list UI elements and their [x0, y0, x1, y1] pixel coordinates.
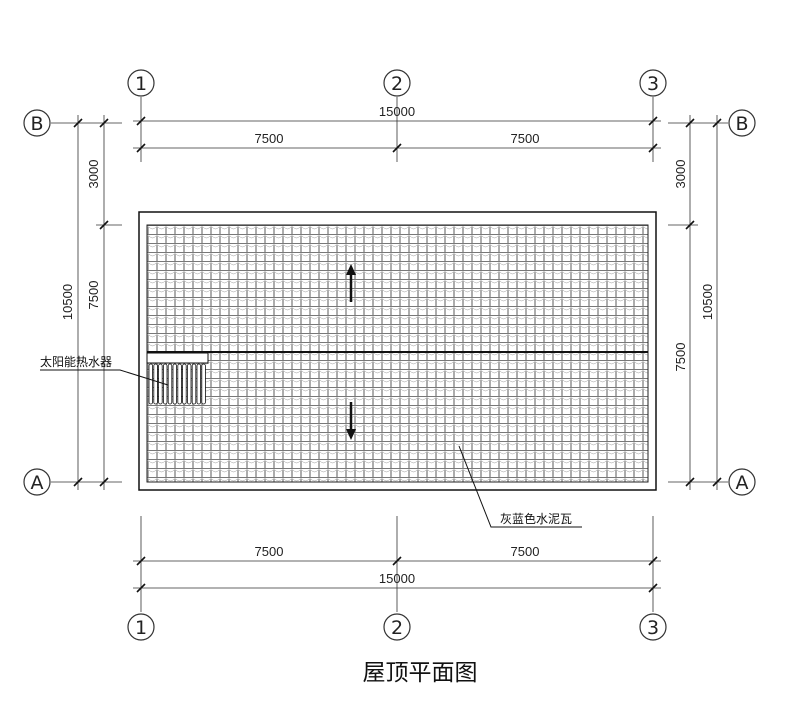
axis-bubble-1-top [127, 69, 155, 97]
axis-bubble-3-top [639, 69, 667, 97]
axis-bubble-3-bottom [639, 613, 667, 641]
slope-arrow-down [346, 402, 356, 440]
axis-bubble-2-top [383, 69, 411, 97]
axis-label-1-bottom: 1 [135, 617, 147, 639]
solar-heater-label: 太阳能热水器 [40, 354, 112, 369]
axis-bubble-1-bottom [127, 613, 155, 641]
dim-top-left: 7500 [255, 131, 284, 146]
axis-label-2-top: 2 [391, 73, 403, 95]
drawing-title: 屋顶平面图 [363, 660, 478, 686]
axis-label-A-right: A [736, 472, 749, 494]
dim-bottom-right: 7500 [511, 544, 540, 559]
axis-bubble-B-left [23, 109, 51, 137]
grid-axes: 1 2 3 1 2 3 B A B A [23, 69, 756, 641]
dim-bottom-total: 15000 [379, 571, 415, 586]
solar-water-heater [146, 352, 209, 405]
axis-label-A-left: A [31, 472, 44, 494]
dim-right-total: 10500 [700, 284, 715, 320]
axis-bubble-A-right [728, 468, 756, 496]
axis-label-B-left: B [30, 113, 43, 135]
solar-heater-leader: 太阳能热水器 [40, 354, 169, 386]
roof-outline [138, 211, 657, 491]
axis-label-3-bottom: 3 [647, 617, 659, 639]
axis-bubble-2-bottom [383, 613, 411, 641]
dimension-ticks [73, 116, 722, 593]
dimension-lines [77, 115, 718, 589]
dim-left-total: 10500 [60, 284, 75, 320]
axis-bubble-A-left [23, 468, 51, 496]
axis-bubble-B-right [728, 109, 756, 137]
dim-top-right: 7500 [511, 131, 540, 146]
dim-left-upper: 3000 [86, 160, 101, 189]
roof-tile-field [146, 224, 649, 483]
axis-label-3-top: 3 [647, 73, 659, 95]
axis-label-1-top: 1 [135, 73, 147, 95]
roof-tile-label: 灰蓝色水泥瓦 [500, 512, 572, 526]
axis-label-2-bottom: 2 [391, 617, 403, 639]
roof-tile-leader: 灰蓝色水泥瓦 [458, 445, 582, 528]
axis-label-B-right: B [735, 113, 748, 135]
dim-bottom-left: 7500 [255, 544, 284, 559]
dimension-labels: 15000 7500 7500 7500 7500 15000 10500 30… [60, 104, 715, 586]
dim-right-upper: 3000 [673, 160, 688, 189]
slope-arrow-up [346, 264, 356, 302]
dim-top-total: 15000 [379, 104, 415, 119]
dim-left-lower: 7500 [86, 281, 101, 310]
dim-right-lower: 7500 [673, 343, 688, 372]
